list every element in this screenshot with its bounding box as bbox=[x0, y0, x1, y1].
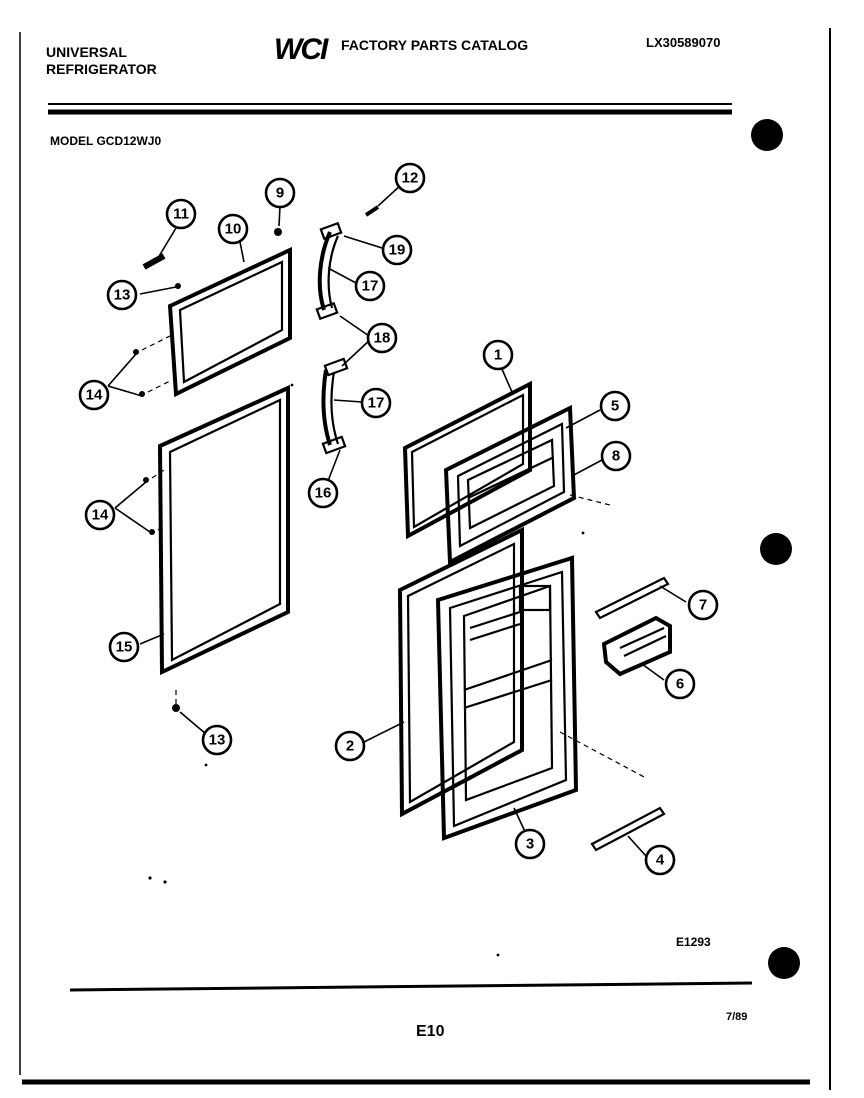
callout-17-lower: 17 bbox=[360, 387, 392, 419]
binder-hole-bottom bbox=[768, 947, 800, 979]
svg-text:3: 3 bbox=[526, 836, 534, 853]
callout-14-lower: 14 bbox=[84, 499, 116, 531]
trim-strip bbox=[142, 253, 166, 270]
binder-hole-top bbox=[751, 119, 783, 151]
fresh-food-door-panel bbox=[397, 526, 524, 818]
freezer-door-panel bbox=[402, 380, 532, 540]
svg-text:13: 13 bbox=[114, 287, 131, 304]
svg-text:19: 19 bbox=[389, 242, 406, 259]
svg-text:6: 6 bbox=[676, 676, 684, 693]
svg-text:2: 2 bbox=[346, 738, 354, 755]
handle-upper bbox=[315, 221, 343, 321]
scan-specks bbox=[148, 383, 585, 957]
shelf-rail-upper bbox=[594, 576, 670, 620]
callout-4: 4 bbox=[644, 844, 676, 876]
callout-7: 7 bbox=[687, 589, 719, 621]
catalog-title: FACTORY PARTS CATALOG bbox=[341, 37, 528, 53]
fresh-food-door-liner bbox=[435, 555, 579, 841]
callout-13-upper: 13 bbox=[106, 279, 138, 311]
print-date: 7/89 bbox=[726, 1011, 747, 1023]
callout-8: 8 bbox=[600, 440, 632, 472]
callout-11: 11 bbox=[165, 198, 197, 230]
callout-16: 16 bbox=[307, 477, 339, 509]
callout-2: 2 bbox=[334, 730, 366, 762]
svg-text:7: 7 bbox=[699, 597, 707, 614]
binder-hole-middle bbox=[760, 533, 792, 565]
callout-9: 9 bbox=[264, 177, 296, 209]
svg-text:9: 9 bbox=[276, 185, 284, 202]
callout-5: 5 bbox=[599, 390, 631, 422]
leader-lines bbox=[107, 183, 687, 857]
svg-text:17: 17 bbox=[362, 278, 379, 295]
svg-text:18: 18 bbox=[374, 330, 391, 347]
callout-14-upper: 14 bbox=[78, 379, 110, 411]
svg-text:14: 14 bbox=[92, 507, 109, 524]
svg-text:16: 16 bbox=[315, 485, 332, 502]
svg-text:10: 10 bbox=[225, 221, 242, 238]
callout-3: 3 bbox=[514, 828, 546, 860]
callout-15: 15 bbox=[108, 631, 140, 663]
svg-text:14: 14 bbox=[86, 387, 103, 404]
callout-10: 10 bbox=[217, 213, 249, 245]
callout-18: 18 bbox=[366, 322, 398, 354]
svg-text:1: 1 bbox=[494, 347, 502, 364]
alignment-lines bbox=[141, 334, 647, 779]
svg-text:15: 15 bbox=[116, 639, 133, 656]
model-label: MODEL GCD12WJ0 bbox=[50, 134, 161, 148]
catalog-number: LX30589070 bbox=[646, 35, 720, 50]
svg-text:17: 17 bbox=[368, 395, 385, 412]
freezer-door-liner bbox=[443, 404, 577, 566]
dairy-bin bbox=[601, 615, 672, 677]
svg-text:8: 8 bbox=[612, 448, 620, 465]
callout-12: 12 bbox=[394, 162, 426, 194]
drawing-code: E1293 bbox=[676, 935, 711, 949]
callout-6: 6 bbox=[664, 668, 696, 700]
svg-text:13: 13 bbox=[209, 732, 226, 749]
footer-rule bbox=[69, 981, 753, 992]
wci-logo: WCI bbox=[274, 33, 329, 66]
svg-text:11: 11 bbox=[173, 206, 189, 223]
page-code: E10 bbox=[416, 1023, 445, 1040]
handle-lower bbox=[321, 357, 349, 455]
callout-17-upper: 17 bbox=[354, 270, 386, 302]
svg-text:4: 4 bbox=[656, 852, 665, 869]
fresh-food-door-gasket bbox=[157, 384, 290, 676]
svg-text:5: 5 bbox=[611, 398, 619, 415]
freezer-door-gasket bbox=[167, 246, 292, 398]
brand-line1: UNIVERSAL bbox=[46, 44, 127, 60]
svg-text:12: 12 bbox=[402, 170, 419, 187]
brand-line2: REFRIGERATOR bbox=[46, 61, 157, 77]
callout-19: 19 bbox=[381, 234, 413, 266]
shelf-rail-lower bbox=[590, 806, 666, 852]
callout-1: 1 bbox=[482, 339, 514, 371]
callout-13-lower: 13 bbox=[201, 724, 233, 756]
